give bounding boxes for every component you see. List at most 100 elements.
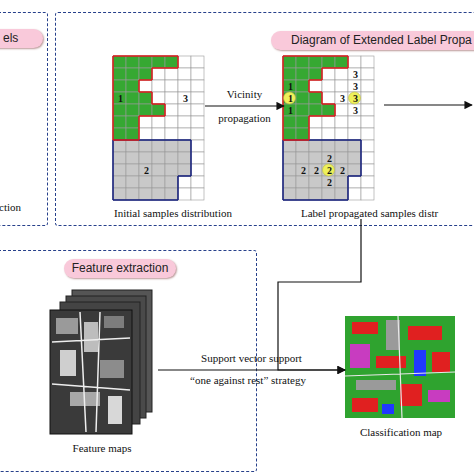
region-boundary xyxy=(360,152,362,164)
grid-cell xyxy=(178,176,191,188)
region-boundary xyxy=(308,128,310,140)
grid-cell xyxy=(283,92,296,104)
grid-cell xyxy=(126,152,139,164)
grid-cell xyxy=(165,56,178,68)
sample-label: 2 xyxy=(323,177,336,189)
grid-cell xyxy=(309,80,322,92)
grid-cell xyxy=(309,56,322,68)
grid-cell xyxy=(283,128,296,140)
grid-cell xyxy=(348,68,361,80)
grid-cell xyxy=(139,80,152,92)
panel-title: els xyxy=(0,29,43,48)
grid-cell xyxy=(191,140,204,152)
region-boundary xyxy=(334,104,336,116)
grid-cell xyxy=(296,68,309,80)
grid-cell xyxy=(113,188,126,200)
grid-cell xyxy=(126,104,139,116)
grid-cell xyxy=(139,128,152,140)
grid-cell xyxy=(113,80,126,92)
region-boundary xyxy=(112,152,114,164)
region-boundary xyxy=(282,104,284,116)
grid-cell xyxy=(178,104,191,116)
grid-cell xyxy=(309,128,322,140)
feature-maps-image: Feature maps xyxy=(46,289,158,454)
grid-cell xyxy=(322,152,335,164)
region-boundary xyxy=(112,80,114,92)
caption: Classification map xyxy=(345,426,457,438)
region-boundary xyxy=(112,140,114,152)
class-region xyxy=(376,356,406,368)
arrow-note: “one against rest” strategy xyxy=(190,374,306,386)
grid-cell xyxy=(165,92,178,104)
region-boundary xyxy=(282,68,284,80)
region-boundary xyxy=(282,128,284,140)
class-region xyxy=(414,350,426,376)
region-boundary xyxy=(360,140,362,152)
region-boundary xyxy=(152,55,165,57)
grid-cell xyxy=(309,152,322,164)
outgoing-arrow xyxy=(384,104,472,105)
grid-cell xyxy=(283,140,296,152)
grid-cell xyxy=(309,164,322,176)
grid-cell xyxy=(152,104,165,116)
region-boundary xyxy=(151,92,153,104)
feature-map-patch xyxy=(56,318,78,334)
region-boundary xyxy=(178,139,191,141)
edge-label: Vicinity propagation xyxy=(205,82,285,130)
region-boundary xyxy=(139,199,152,201)
grid-cell xyxy=(178,152,191,164)
feature-map-patch xyxy=(108,396,122,424)
region-boundary xyxy=(335,199,348,201)
region-boundary xyxy=(112,116,114,128)
region-boundary xyxy=(113,199,126,201)
region-boundary xyxy=(283,199,296,201)
grid-cell xyxy=(191,116,204,128)
sample-label: 2 xyxy=(336,165,349,177)
grid-cell xyxy=(348,176,361,188)
class-region xyxy=(432,352,450,372)
sample-label: 1 xyxy=(284,105,297,117)
region-boundary xyxy=(139,55,152,57)
grid-cell xyxy=(296,116,309,128)
class-region xyxy=(428,390,450,402)
region-boundary xyxy=(113,139,126,141)
grid-cell xyxy=(126,188,139,200)
sample-label: 3 xyxy=(349,69,362,81)
grid-cell xyxy=(309,116,322,128)
region-boundary xyxy=(282,152,284,164)
region-boundary xyxy=(282,140,284,152)
grid-cell xyxy=(322,92,335,104)
grid-cell xyxy=(191,68,204,80)
grid-cell xyxy=(361,68,374,80)
connector-arrow xyxy=(205,105,284,106)
region-boundary xyxy=(139,79,152,81)
caption: ction xyxy=(0,201,21,213)
region-boundary xyxy=(309,55,322,57)
sample-label: 3 xyxy=(336,93,349,105)
grid-cell xyxy=(348,164,361,176)
grid-cell xyxy=(348,140,361,152)
region-boundary xyxy=(308,80,310,92)
region-boundary xyxy=(322,55,335,57)
region-boundary xyxy=(112,176,114,188)
region-boundary xyxy=(335,55,348,57)
grid-cell xyxy=(283,80,296,92)
grid-cell xyxy=(309,104,322,116)
feature-map-road xyxy=(52,312,130,432)
region-boundary xyxy=(190,164,192,176)
grid-cell xyxy=(322,116,335,128)
grid-cell xyxy=(152,56,165,68)
grid-cell xyxy=(361,80,374,92)
grid-cell xyxy=(126,176,139,188)
grid-cell xyxy=(283,56,296,68)
feature-map-patch xyxy=(104,316,124,328)
sample-label: 3 xyxy=(349,81,362,93)
region-boundary xyxy=(308,116,310,128)
grid-cell xyxy=(165,140,178,152)
sample-grid: 31313313222222Label propagated samples d… xyxy=(284,57,375,219)
region-boundary xyxy=(322,103,335,105)
region-boundary xyxy=(112,68,114,80)
region-boundary xyxy=(283,139,296,141)
sample-label: 3 xyxy=(349,105,362,117)
